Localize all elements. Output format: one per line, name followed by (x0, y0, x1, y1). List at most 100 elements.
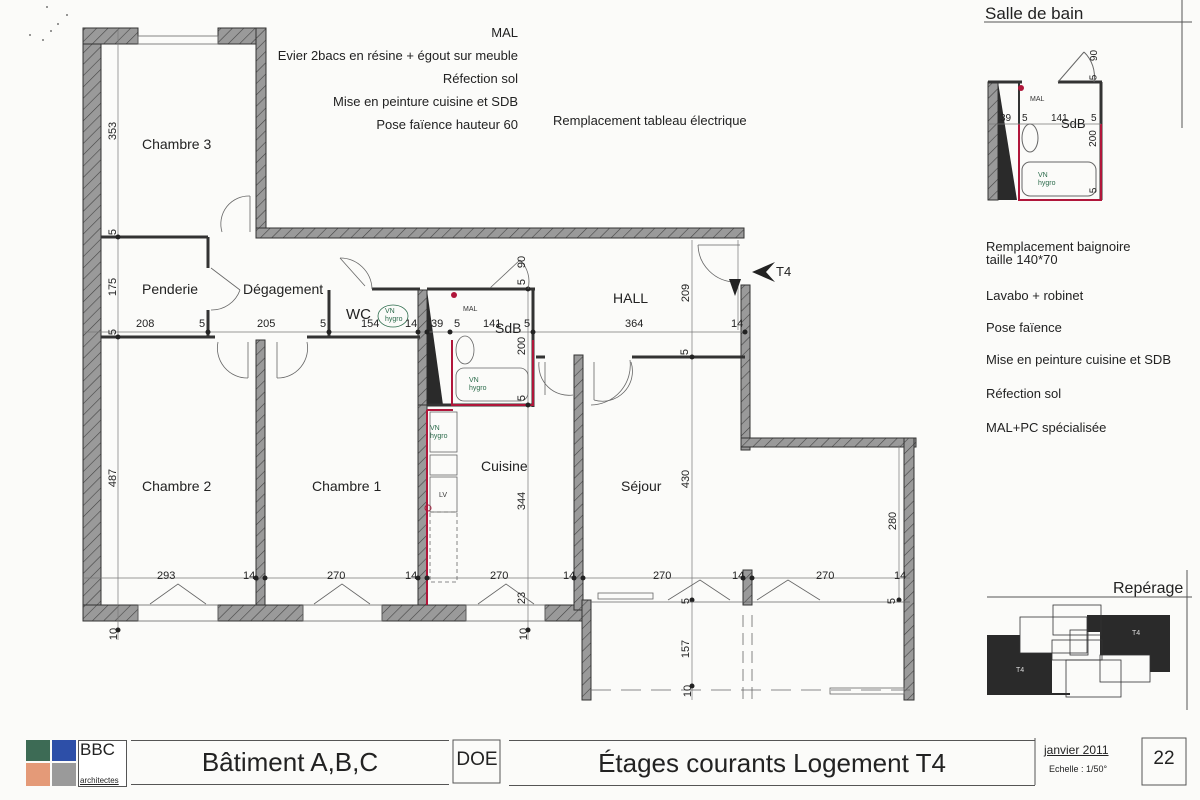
scale-label: Echelle : 1/50° (1049, 764, 1108, 774)
kitchen-works-notes: MAL Evier 2bacs en résine + égout sur me… (268, 21, 518, 136)
dim-280: 280 (887, 511, 900, 531)
sdb-detail-141: 141 (1051, 113, 1068, 124)
room-chambre-2: Chambre 2 (142, 478, 212, 494)
dim-14: 14 (894, 570, 907, 582)
dim-14: 14 (243, 570, 256, 582)
bathroom-works-list: Remplacement baignoire taille 140*70 Lav… (986, 240, 1171, 435)
dim-344: 344 (516, 491, 529, 511)
sdb-detail-5: 5 (1088, 74, 1100, 81)
dim-5: 5 (680, 597, 693, 605)
dim-10: 10 (682, 684, 695, 698)
room-sdb: SdB (495, 320, 522, 336)
dim-5: 5 (454, 318, 461, 330)
logo-square-grey (52, 763, 76, 786)
works-item: Mise en peinture cuisine et SDB (986, 352, 1171, 367)
note-line: MAL (491, 25, 518, 40)
dim-154: 154 (361, 318, 380, 330)
dim-270: 270 (490, 570, 509, 582)
dim-14: 14 (405, 318, 418, 330)
date-label: janvier 2011 (1044, 743, 1109, 757)
dim-5: 5 (320, 318, 327, 330)
dim-270: 270 (327, 570, 346, 582)
dim-209: 209 (680, 283, 693, 303)
sdb-detail-200: 200 (1087, 130, 1099, 147)
works-item: Pose faïence (986, 320, 1062, 335)
room-wc: WC (346, 306, 371, 323)
dim-14: 14 (405, 570, 418, 582)
dim-14: 14 (731, 318, 744, 330)
phase-label: DOE (456, 749, 498, 770)
dim-141: 141 (483, 318, 502, 330)
dim-270: 270 (653, 570, 672, 582)
sdb-detail-5: 5 (1091, 113, 1097, 124)
building-name: Bâtiment A,B,C (201, 747, 379, 777)
note-line: Réfection sol (442, 71, 518, 86)
dim-353: 353 (107, 121, 120, 141)
reperage-t4-right: T4 (1132, 630, 1141, 637)
dim-5: 5 (516, 278, 529, 286)
room-degagement: Dégagement (243, 281, 324, 297)
room-sejour: Séjour (621, 478, 662, 494)
dim-14: 14 (732, 570, 745, 582)
dim-14: 14 (563, 570, 576, 582)
dim-10: 10 (518, 627, 531, 641)
dim-5: 5 (107, 228, 120, 236)
sdb-detail-39: 39 (1000, 113, 1012, 124)
t4-marker-label: T4 (776, 264, 792, 279)
logo-text-box: BBC architectes (78, 740, 127, 787)
electrical-note: Remplacement tableau électrique (553, 113, 747, 128)
dim-200: 200 (516, 336, 529, 356)
logo-square-green (26, 740, 50, 761)
logo-text: BBC (80, 740, 115, 759)
dim-5: 5 (524, 318, 531, 330)
sdb-detail-mal: MAL (1030, 96, 1045, 103)
sdb-detail-5: 5 (1088, 187, 1100, 194)
works-item: MAL+PC spécialisée (986, 420, 1107, 435)
works-item: taille 140*70 (986, 252, 1058, 267)
lv-label: LV (439, 492, 448, 499)
dim-175: 175 (107, 277, 120, 297)
reperage-t4-left: T4 (1016, 667, 1025, 674)
note-line: Mise en peinture cuisine et SDB (333, 94, 518, 109)
note-line: Evier 2bacs en résine + égout sur meuble (277, 48, 518, 63)
dim-23: 23 (516, 591, 529, 605)
works-item: Lavabo + robinet (986, 288, 1084, 303)
dim-208: 208 (136, 318, 155, 330)
room-hall: HALL (613, 290, 649, 306)
dim-39: 39 (431, 318, 444, 330)
dim-430: 430 (680, 469, 693, 489)
works-item: Remplacement baignoire (986, 239, 1131, 254)
room-chambre-3: Chambre 3 (142, 136, 212, 152)
dim-10: 10 (108, 627, 121, 641)
logo: BBC architectes (26, 740, 128, 787)
room-penderie: Penderie (142, 281, 199, 297)
dim-293: 293 (157, 570, 176, 582)
room-cuisine: Cuisine (481, 458, 528, 474)
dim-5: 5 (516, 394, 529, 402)
drawing-title-box: Étages courants Logement T4 (509, 740, 1035, 786)
logo-subtext: architectes (80, 776, 119, 785)
dim-5: 5 (679, 348, 692, 356)
logo-square-salmon (26, 763, 50, 786)
dim-90: 90 (516, 255, 529, 269)
works-item: Réfection sol (986, 386, 1062, 401)
drawing-title: Étages courants Logement T4 (598, 747, 946, 778)
note-line: Pose faïence hauteur 60 (376, 117, 518, 132)
reperage-title: Repérage (1113, 580, 1184, 597)
dim-364: 364 (625, 318, 644, 330)
sdb-detail-90: 90 (1089, 49, 1101, 62)
dim-157: 157 (680, 639, 693, 659)
dim-5: 5 (886, 597, 899, 605)
dim-205: 205 (257, 318, 276, 330)
logo-square-blue (52, 740, 76, 761)
mal-label: MAL (463, 306, 478, 313)
room-chambre-1: Chambre 1 (312, 478, 382, 494)
building-box: Bâtiment A,B,C (131, 740, 449, 785)
dim-5: 5 (199, 318, 206, 330)
sdb-detail-title: Salle de bain (985, 4, 1084, 23)
